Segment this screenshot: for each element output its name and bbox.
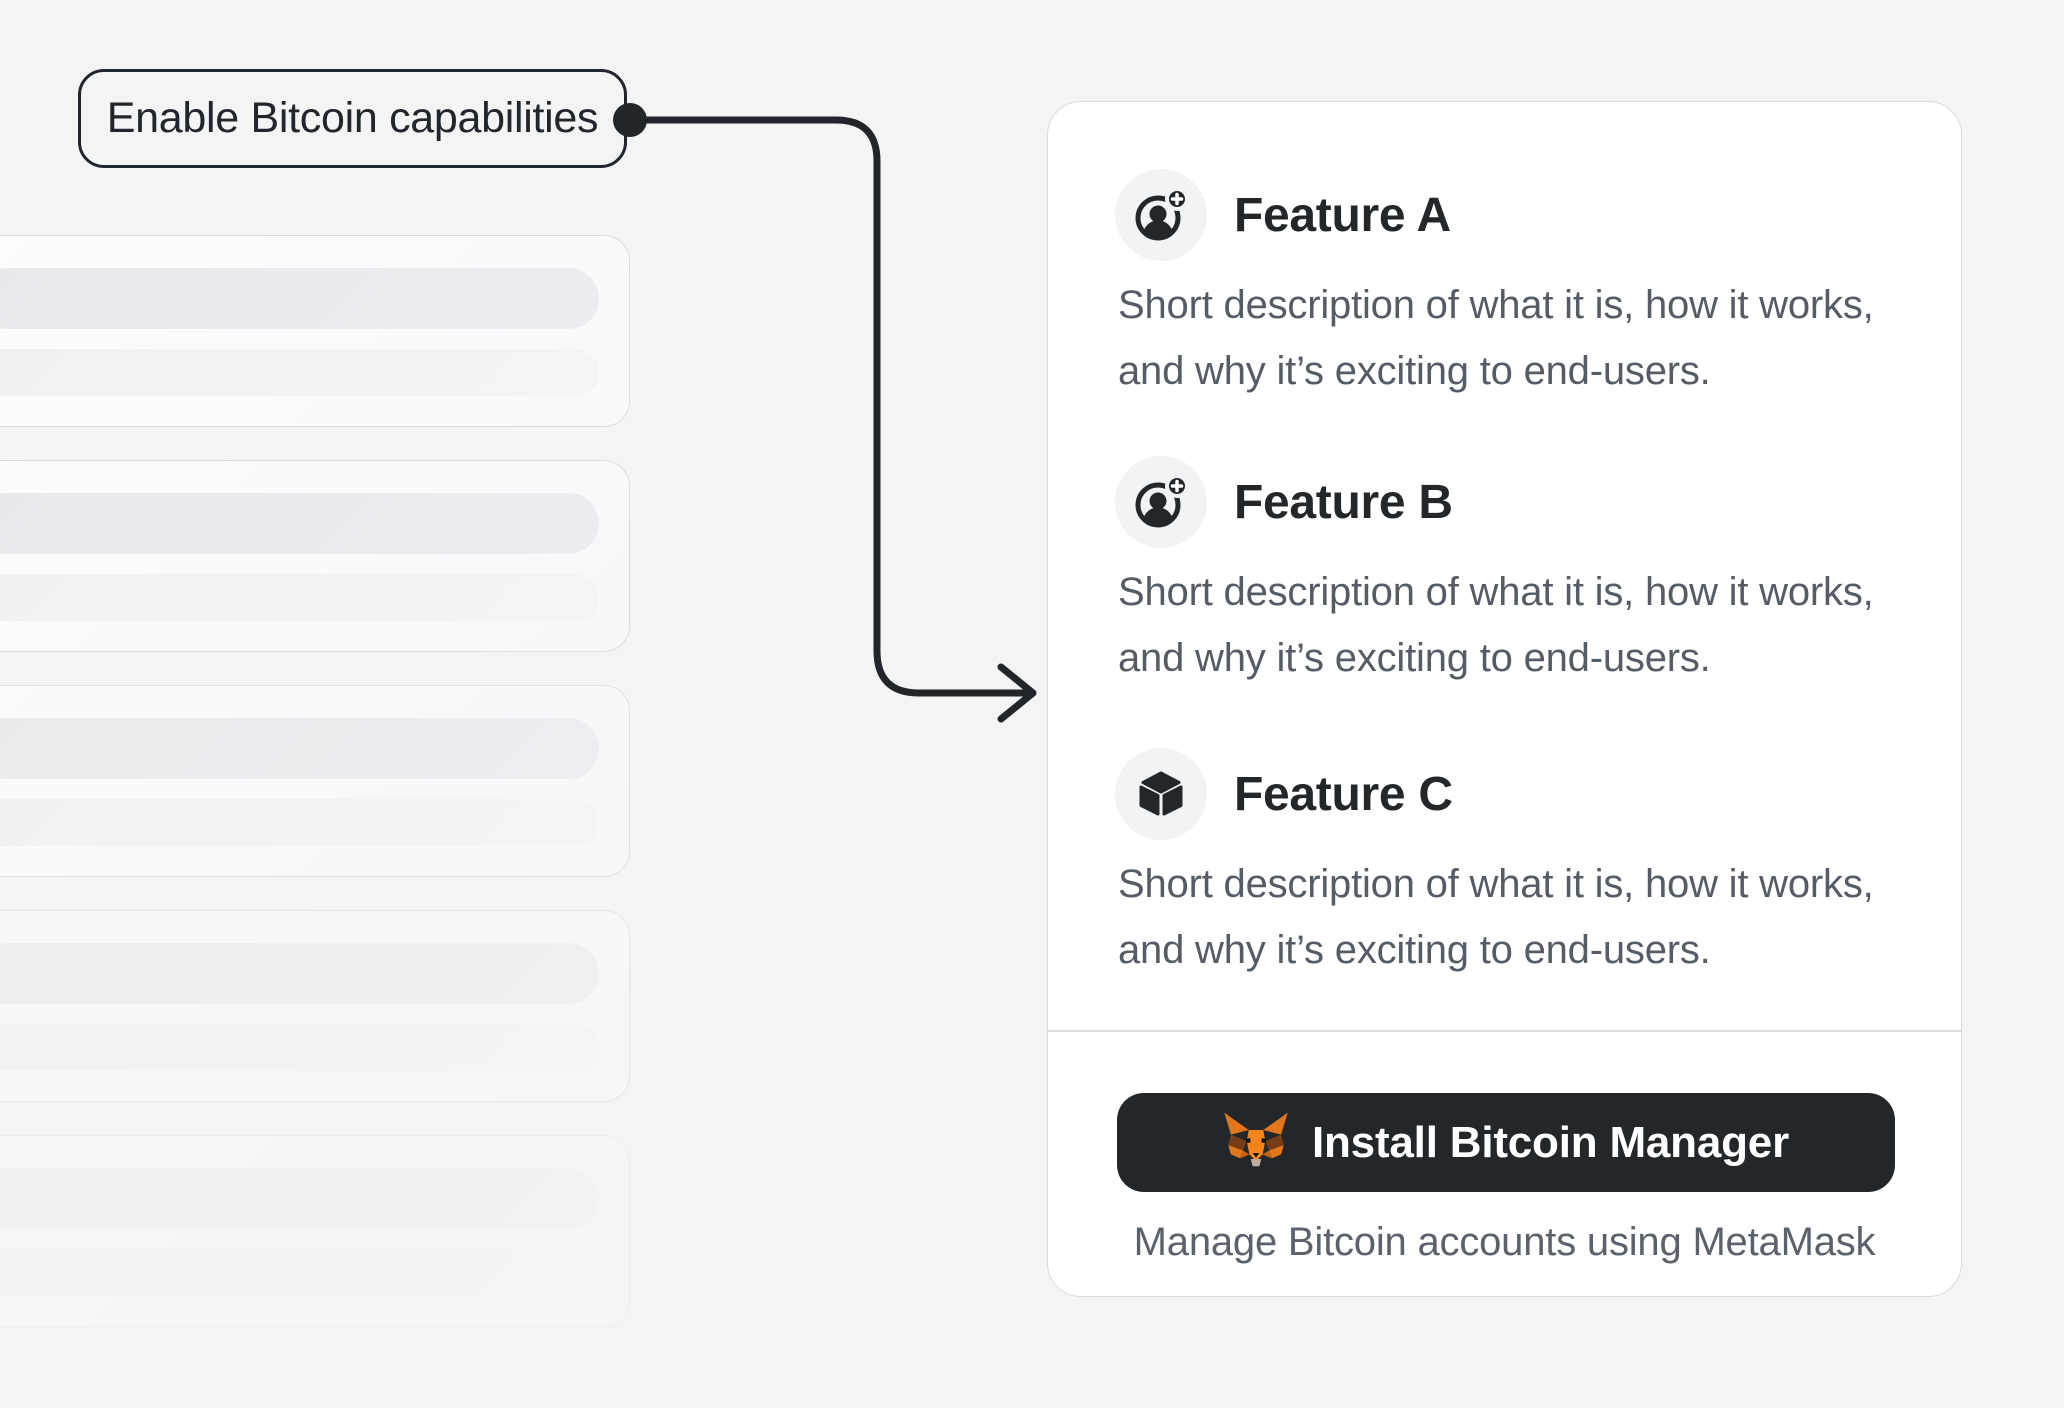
skeleton-card bbox=[0, 235, 630, 427]
skeleton-bar bbox=[0, 493, 599, 554]
skeleton-bar bbox=[0, 1168, 599, 1229]
feature-a-description: Short description of what it is, how it … bbox=[1118, 283, 1874, 393]
feature-c-icon-circle bbox=[1115, 748, 1207, 840]
feature-c-title: Feature C bbox=[1234, 767, 1453, 821]
install-bitcoin-manager-button[interactable]: Install Bitcoin Manager bbox=[1117, 1093, 1895, 1192]
feature-b-title: Feature B bbox=[1234, 475, 1453, 529]
callout-label: Enable Bitcoin capabilities bbox=[78, 69, 627, 168]
skeleton-bar bbox=[0, 943, 599, 1004]
skeleton-card bbox=[0, 1135, 630, 1327]
skeleton-bar bbox=[0, 1024, 599, 1071]
panel-divider bbox=[1048, 1030, 1961, 1032]
skeleton-bar bbox=[0, 349, 599, 396]
feature-b-description: Short description of what it is, how it … bbox=[1118, 570, 1874, 680]
account-add-icon bbox=[1135, 187, 1189, 241]
feature-a-title: Feature A bbox=[1234, 188, 1451, 242]
skeleton-card bbox=[0, 685, 630, 877]
skeleton-card bbox=[0, 460, 630, 652]
skeleton-bar bbox=[0, 718, 599, 779]
metamask-caption: Manage Bitcoin accounts using MetaMask bbox=[1133, 1220, 1876, 1264]
feature-a-icon-circle bbox=[1115, 169, 1207, 261]
cube-icon bbox=[1139, 771, 1183, 816]
skeleton-bar bbox=[0, 268, 599, 329]
callout-text: Enable Bitcoin capabilities bbox=[106, 94, 599, 142]
skeleton-bar bbox=[0, 574, 599, 621]
metamask-fox-icon bbox=[1224, 1112, 1288, 1167]
feature-b-icon-circle bbox=[1115, 456, 1207, 548]
install-button-label: Install Bitcoin Manager bbox=[1311, 1117, 1790, 1167]
skeleton-bar bbox=[0, 799, 599, 846]
skeleton-card bbox=[0, 910, 630, 1102]
account-add-icon bbox=[1135, 474, 1189, 528]
feature-panel: Feature A Short description of what it i… bbox=[1047, 101, 1962, 1297]
feature-c-description: Short description of what it is, how it … bbox=[1118, 862, 1874, 972]
skeleton-bar bbox=[0, 1249, 599, 1296]
